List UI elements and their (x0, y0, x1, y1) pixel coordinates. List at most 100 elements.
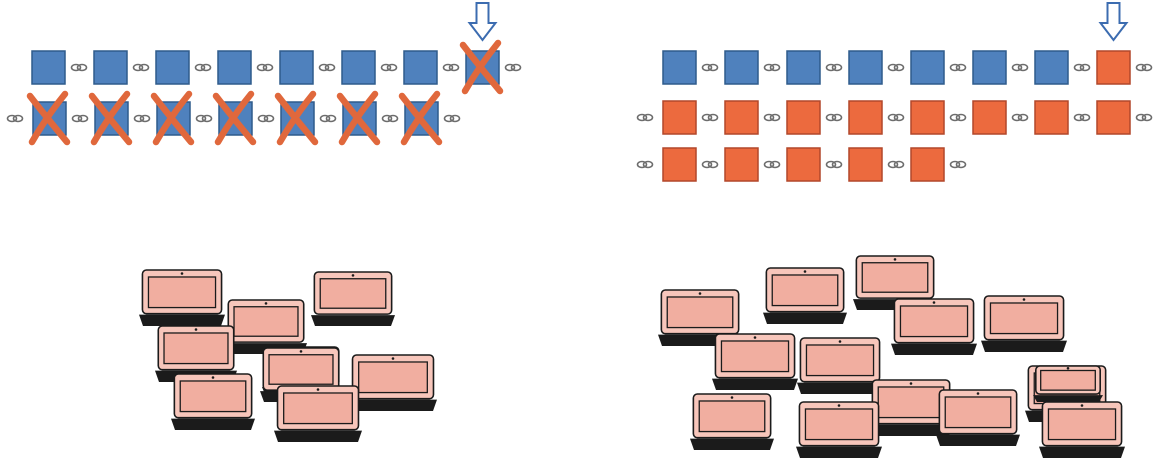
x-cross-icon (88, 90, 133, 146)
right-blockchain (636, 2, 1153, 182)
left-blockchain (6, 2, 522, 146)
laptop-icon (171, 373, 255, 430)
chain-link-icon (6, 114, 24, 123)
chain-link-icon (763, 63, 781, 72)
chain-link-icon (636, 160, 654, 169)
blue-block (341, 50, 376, 85)
blue-block (972, 50, 1007, 85)
x-cross-icon (26, 90, 71, 146)
orange-block (1096, 50, 1131, 85)
x-cross-icon (212, 90, 257, 146)
blue-block (217, 50, 252, 85)
right-panel (636, 2, 1153, 458)
chain-link-icon (949, 160, 967, 169)
laptop-icon (274, 385, 362, 442)
chain-link-icon (256, 63, 274, 72)
orange-block (786, 100, 821, 135)
x-cross-icon (459, 39, 504, 95)
blue-block (31, 50, 66, 85)
left-panel (6, 2, 522, 442)
laptop-icon (311, 271, 395, 326)
x-cross-icon (398, 90, 443, 146)
down-arrow-icon (467, 2, 498, 42)
chain-link-icon (1135, 113, 1153, 122)
laptop-icon (225, 299, 307, 354)
x-cross-icon (150, 90, 195, 146)
chain-link-icon (763, 160, 781, 169)
chain-link-icon (442, 63, 460, 72)
chain-link-icon (949, 63, 967, 72)
laptop-icon (658, 289, 742, 346)
blue-block (724, 50, 759, 85)
blue-block (403, 50, 438, 85)
laptop-icon (797, 337, 883, 394)
orange-block (848, 147, 883, 182)
down-arrow-icon (1098, 2, 1129, 42)
laptop-icon (936, 389, 1020, 446)
laptop-icon (796, 401, 882, 458)
x-cross-icon (336, 90, 381, 146)
laptop-icon (1039, 401, 1125, 458)
chain-link-icon (636, 113, 654, 122)
blue-block (279, 50, 314, 85)
chain-link-icon (1135, 63, 1153, 72)
laptop-icon (712, 333, 798, 390)
chain-link-icon (318, 63, 336, 72)
chain-link-icon (381, 114, 399, 123)
laptop-icon (981, 295, 1067, 352)
orange-block (1096, 100, 1131, 135)
orange-block (724, 100, 759, 135)
laptop-icon (869, 379, 953, 436)
chain-link-icon (825, 63, 843, 72)
chain-link-icon (133, 114, 151, 123)
right-laptop-network (658, 255, 1125, 458)
chain-link-icon (763, 113, 781, 122)
orange-block (910, 147, 945, 182)
chain-link-icon (1011, 113, 1029, 122)
orange-block (724, 147, 759, 182)
laptop-icon (690, 393, 774, 450)
x-cross-icon (274, 90, 319, 146)
chain-link-icon (443, 114, 461, 123)
left-laptop-network (139, 269, 437, 442)
blue-block (848, 50, 883, 85)
orange-block (786, 147, 821, 182)
chain-link-icon (701, 63, 719, 72)
chain-link-icon (195, 114, 213, 123)
orange-block (910, 100, 945, 135)
blue-block (93, 50, 128, 85)
laptop-icon (891, 298, 977, 355)
chain-link-icon (701, 160, 719, 169)
blue-block (910, 50, 945, 85)
chain-link-icon (887, 113, 905, 122)
chain-link-icon (132, 63, 150, 72)
chain-link-icon (1073, 113, 1091, 122)
laptop-icon (763, 267, 847, 324)
orange-block (972, 100, 1007, 135)
chain-link-icon (70, 63, 88, 72)
orange-block (662, 147, 697, 182)
laptop-icon (155, 325, 237, 382)
chain-link-icon (887, 160, 905, 169)
orange-block (662, 100, 697, 135)
chain-link-icon (1011, 63, 1029, 72)
chain-link-icon (887, 63, 905, 72)
orange-block (1034, 100, 1069, 135)
chain-link-icon (825, 113, 843, 122)
laptop-icon (349, 354, 437, 411)
chain-link-icon (825, 160, 843, 169)
chain-link-icon (1073, 63, 1091, 72)
laptop-icon (1033, 365, 1103, 402)
blue-block (1034, 50, 1069, 85)
blue-block (786, 50, 821, 85)
orange-block (848, 100, 883, 135)
chain-link-icon (194, 63, 212, 72)
chain-link-icon (701, 113, 719, 122)
blue-block (155, 50, 190, 85)
chain-link-icon (71, 114, 89, 123)
chain-link-icon (319, 114, 337, 123)
chain-link-icon (504, 63, 522, 72)
blue-block (662, 50, 697, 85)
laptop-icon (139, 269, 225, 326)
